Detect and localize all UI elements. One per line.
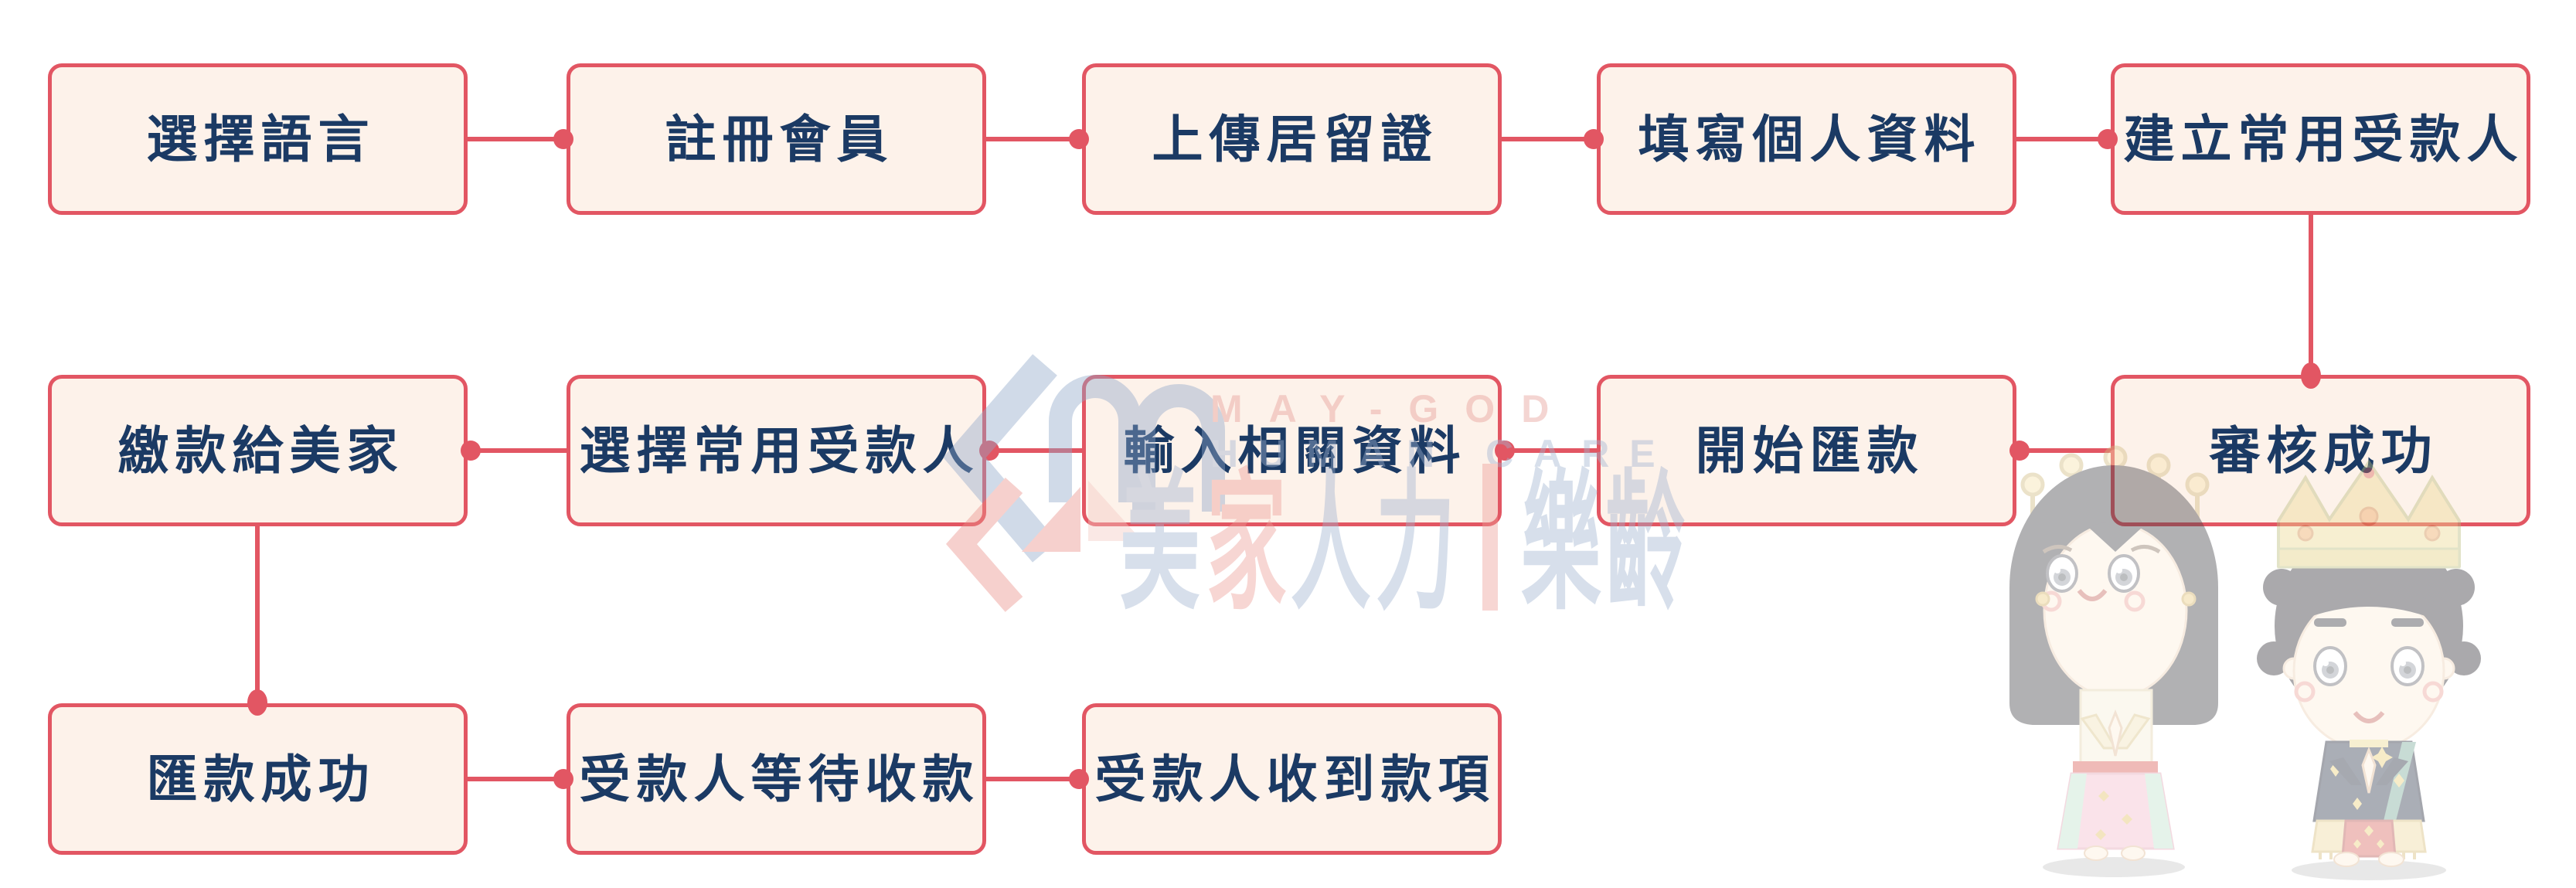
flow-node-label: 匯款成功: [146, 750, 376, 808]
flow-node-label: 受款人等待收款: [579, 750, 980, 808]
flow-node-label: 選擇常用受款人: [579, 422, 980, 479]
flow-node-payee-received-funds: 受款人收到款項: [1082, 703, 1502, 855]
flow-node-label: 選擇語言: [146, 111, 376, 168]
flow-node-label: 繳款給美家: [117, 422, 404, 479]
flow-node-enter-related-info: 輸入相關資料: [1082, 375, 1502, 526]
flow-node-label: 上傳居留證: [1152, 111, 1438, 168]
flow-node-label: 註冊會員: [665, 111, 894, 168]
flow-node-label: 建立常用受款人: [2123, 111, 2524, 168]
flow-node-select-language: 選擇語言: [48, 63, 468, 215]
flow-node-label: 受款人收到款項: [1094, 750, 1496, 808]
flow-node-payee-waiting-collect: 受款人等待收款: [567, 703, 986, 855]
flow-node-pay-to-maygod: 繳款給美家: [48, 375, 468, 526]
flow-node-upload-residence-permit: 上傳居留證: [1082, 63, 1502, 215]
flow-node-fill-personal-info: 填寫個人資料: [1597, 63, 2016, 215]
flow-node-start-remittance: 開始匯款: [1597, 375, 2016, 526]
flow-node-review-success: 審核成功: [2111, 375, 2530, 526]
flow-node-label: 審核成功: [2209, 422, 2438, 479]
flow-node-register-member: 註冊會員: [567, 63, 986, 215]
flow-node-create-frequent-payee: 建立常用受款人: [2111, 63, 2530, 215]
flow-node-remittance-success: 匯款成功: [48, 703, 468, 855]
flow-node-label: 開始匯款: [1695, 422, 1924, 479]
flow-node-label: 填寫個人資料: [1638, 111, 1982, 168]
flow-node-label: 輸入相關資料: [1123, 422, 1467, 479]
flow-node-select-frequent-payee: 選擇常用受款人: [567, 375, 986, 526]
